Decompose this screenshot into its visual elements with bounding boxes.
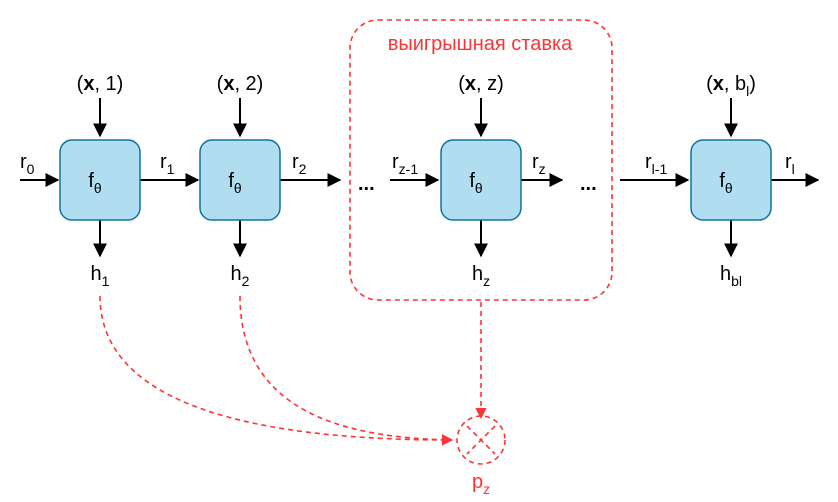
product-label-pz: pz — [472, 471, 490, 497]
node-f-z: fθ — [440, 139, 522, 221]
svg-text:fθ: fθ — [228, 170, 242, 196]
connector-h1-to-product — [99, 295, 454, 446]
node-f-l: fθ — [690, 139, 772, 221]
input-label-z: (x, z) — [458, 73, 504, 95]
connector-h2-to-product — [239, 295, 454, 446]
svg-text:fθ: fθ — [469, 170, 483, 196]
node-f-1: fθ — [59, 139, 141, 221]
state-label-r0: r0 — [20, 151, 35, 177]
ellipsis-1: ... — [358, 173, 375, 195]
state-label-rz-1: rz-1 — [392, 151, 418, 177]
ellipsis-2: ... — [580, 173, 597, 195]
state-label-rl-1: rl-1 — [645, 151, 667, 177]
input-label-2: (x, 2) — [217, 73, 264, 95]
node-f-2: fθ — [199, 139, 281, 221]
product-node — [456, 415, 506, 465]
output-label-h1: h1 — [91, 263, 110, 289]
input-label-1: (x, 1) — [77, 73, 124, 95]
winning-bid-region — [349, 19, 613, 301]
state-label-r2: r2 — [292, 151, 307, 177]
region-title: выигрышная ставка — [388, 33, 573, 55]
output-label-h2: h2 — [231, 263, 250, 289]
svg-text:fθ: fθ — [88, 170, 102, 196]
state-label-rl: rl — [785, 151, 795, 177]
state-label-r1: r1 — [160, 151, 175, 177]
state-label-rz: rz — [532, 151, 546, 177]
input-label-l: (x, bl) — [706, 73, 756, 99]
output-label-hz: hz — [472, 263, 490, 289]
output-label-hbl: hbl — [720, 263, 742, 289]
svg-text:fθ: fθ — [719, 170, 733, 196]
